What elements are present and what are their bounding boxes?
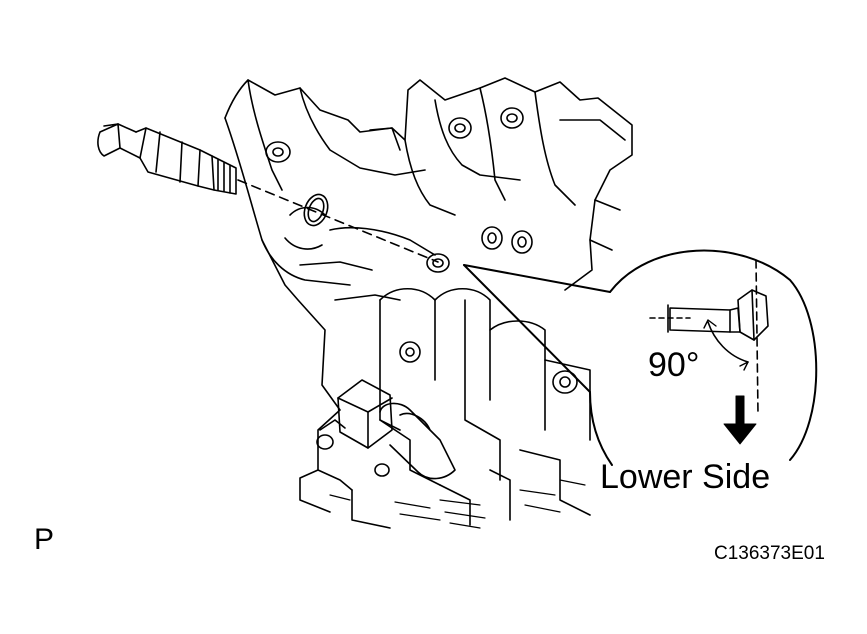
- union-fitting: [97, 123, 237, 195]
- solenoid-assembly: [299, 379, 456, 529]
- figure-id: C136373E01: [714, 543, 825, 564]
- mounting-port: [426, 253, 450, 273]
- o-ring: [303, 193, 329, 227]
- down-arrow-icon: [723, 395, 757, 445]
- housing-outline: [224, 77, 633, 491]
- detail-fitting: [649, 259, 769, 415]
- alignment-line: [237, 179, 439, 263]
- surface-hatching: [329, 479, 586, 529]
- lower-side-label: Lower Side: [600, 458, 771, 496]
- valve-body: [379, 288, 591, 526]
- corner-mark: P: [34, 523, 55, 556]
- bolt-bosses: [265, 107, 578, 477]
- detail-callout: [463, 249, 818, 466]
- angle-label: 90°: [648, 346, 700, 384]
